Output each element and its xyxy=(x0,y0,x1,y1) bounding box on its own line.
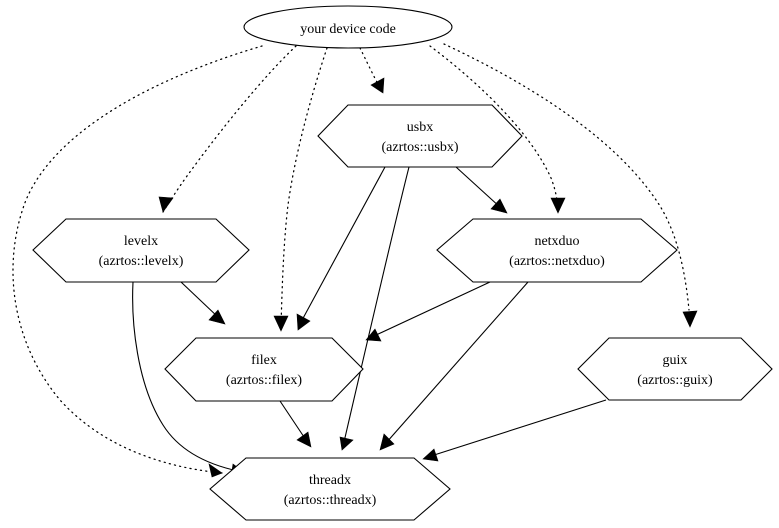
node-usbx[interactable]: usbx (azrtos::usbx) xyxy=(317,104,523,168)
edge-usbx-to-threadx xyxy=(339,166,410,451)
node-label-usbx-line2: (azrtos::usbx) xyxy=(382,140,459,155)
node-label-filex-line2: (azrtos::filex) xyxy=(226,373,303,388)
edge-device-to-netxduo xyxy=(429,45,566,214)
node-label-usbx-line1: usbx xyxy=(407,120,433,135)
node-label-threadx-line1: threadx xyxy=(309,473,351,488)
node-label-filex-line1: filex xyxy=(251,353,277,368)
node-shape-ellipse xyxy=(243,5,453,49)
node-label-guix-line2: (azrtos::guix) xyxy=(637,373,713,388)
node-shape-octagon xyxy=(317,104,523,168)
node-shape-octagon xyxy=(164,337,364,402)
edge-filex-to-threadx xyxy=(279,400,312,448)
edge-device-to-usbx xyxy=(359,47,385,94)
edge-netxduo-to-filex xyxy=(365,281,491,342)
node-label-netxduo-line2: (azrtos::netxduo) xyxy=(509,254,605,269)
node-levelx[interactable]: levelx (azrtos::levelx) xyxy=(32,218,250,283)
node-shape-octagon xyxy=(577,337,773,401)
edge-netxduo-to-threadx xyxy=(379,281,529,451)
node-threadx[interactable]: threadx (azrtos::threadx) xyxy=(209,457,451,521)
node-your-device-code[interactable]: your device code xyxy=(243,5,453,49)
node-netxduo[interactable]: netxduo (azrtos::netxduo) xyxy=(436,218,678,283)
edge-device-to-levelx xyxy=(158,45,297,213)
edge-usbx-to-netxduo xyxy=(455,166,508,214)
edge-levelx-to-filex xyxy=(180,281,226,325)
node-label-guix-line1: guix xyxy=(663,353,688,368)
node-label-device-line1: your device code xyxy=(300,22,396,37)
node-filex[interactable]: filex (azrtos::filex) xyxy=(164,337,364,402)
edge-device-to-filex xyxy=(273,47,328,332)
node-shape-octagon xyxy=(209,457,451,521)
edge-usbx-to-filex xyxy=(296,166,386,331)
node-label-netxduo-line1: netxduo xyxy=(534,234,579,249)
edge-guix-to-threadx xyxy=(422,399,607,462)
edge-device-to-guix xyxy=(443,43,698,328)
node-label-levelx-line1: levelx xyxy=(124,234,158,249)
node-shape-octagon xyxy=(436,218,678,283)
node-shape-octagon xyxy=(32,218,250,283)
node-guix[interactable]: guix (azrtos::guix) xyxy=(577,337,773,401)
edge-device-to-threadx xyxy=(12,45,263,478)
node-label-levelx-line2: (azrtos::levelx) xyxy=(99,254,184,269)
node-layer: your device code usbx (azrtos::usbx) lev… xyxy=(32,5,773,521)
node-label-threadx-line2: (azrtos::threadx) xyxy=(284,493,377,508)
